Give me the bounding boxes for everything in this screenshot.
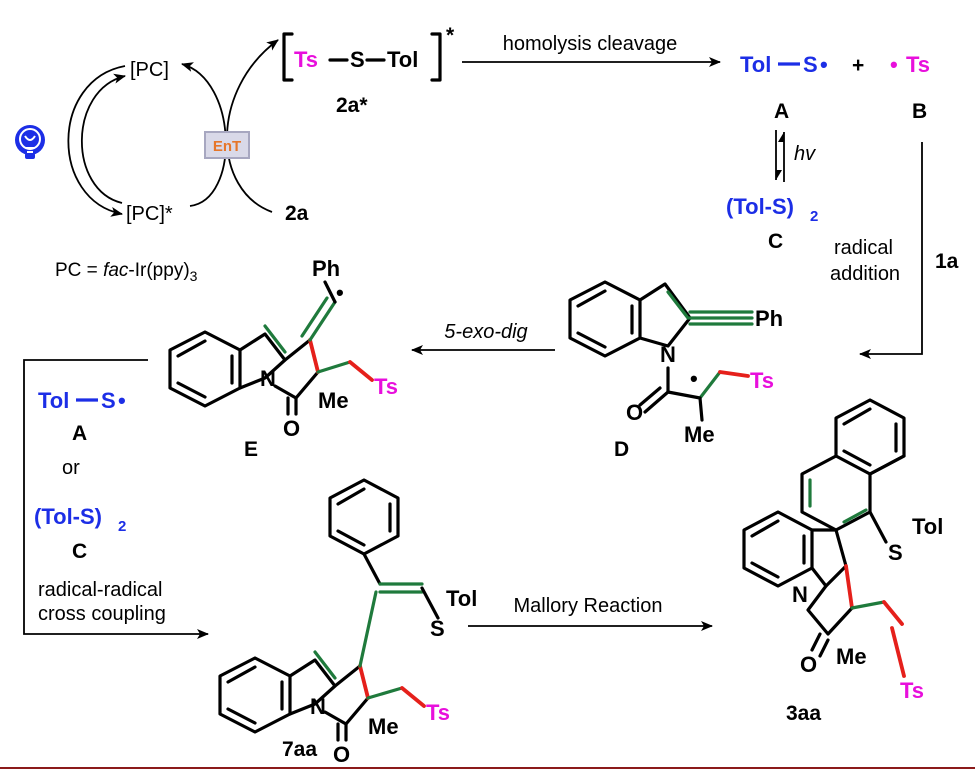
svg-text:Tol: Tol: [38, 388, 69, 413]
disulfide-C: (Tol-S) 2 C: [726, 194, 818, 253]
label-C: C: [768, 230, 783, 253]
svg-text:Ts: Ts: [750, 368, 774, 393]
svg-text:cross coupling: cross coupling: [38, 603, 166, 625]
photocatalytic-cycle: [PC] [PC]* EnT 2a PC = fac-Ir(ppy)3: [15, 39, 309, 284]
svg-text:N: N: [260, 366, 276, 391]
svg-text:N: N: [660, 342, 676, 367]
hv-label: hv: [794, 143, 816, 165]
plus-sign: +: [852, 54, 864, 77]
ts-group: Ts: [294, 47, 318, 72]
svg-text:2: 2: [810, 208, 818, 225]
addition-label: addition: [830, 263, 900, 285]
ent-box: [204, 131, 250, 159]
coupling-reagents: Tol S • A or (Tol-S) 2 C radical-radical…: [34, 388, 166, 625]
svg-text:Tol: Tol: [446, 586, 477, 611]
svg-text:O: O: [626, 400, 643, 425]
radical-A: Tol S • A: [740, 52, 828, 123]
reagent-2a-label: 2a: [285, 202, 309, 225]
product-3aa: S Tol N O Ts Me 3aa: [742, 398, 943, 725]
svg-text:S: S: [888, 540, 903, 565]
radical-label: radical: [834, 237, 893, 259]
svg-text:Ts: Ts: [374, 374, 398, 399]
pc-excited: [PC]*: [126, 203, 173, 225]
mallory-label: Mallory Reaction: [514, 595, 663, 617]
svg-text:Me: Me: [368, 714, 399, 739]
svg-text:O: O: [333, 742, 350, 767]
ent-label: EnT: [213, 138, 241, 155]
pc-definition: PC = fac-Ir(ppy)3: [55, 260, 198, 284]
label-D: D: [614, 438, 629, 461]
label-3aa: 3aa: [786, 702, 821, 725]
svg-text:(Tol-S): (Tol-S): [726, 194, 794, 219]
svg-text:Ts: Ts: [906, 52, 930, 77]
label-7aa: 7aa: [282, 738, 317, 761]
svg-text:radical-radical: radical-radical: [38, 579, 163, 601]
svg-text:C: C: [72, 540, 87, 563]
pc-ground: [PC]: [130, 59, 169, 81]
svg-text:S: S: [803, 52, 818, 77]
svg-text:Ts: Ts: [426, 700, 450, 725]
svg-text:2: 2: [118, 518, 126, 535]
svg-text:Ts: Ts: [900, 678, 924, 703]
svg-text:•: •: [118, 388, 126, 413]
label-E: E: [244, 438, 258, 461]
svg-text:Ph: Ph: [755, 306, 783, 331]
svg-text:N: N: [792, 582, 808, 607]
excited-star: *: [446, 24, 455, 47]
reagent-1a-label: 1a: [935, 250, 959, 273]
radical-B: • Ts B: [890, 52, 930, 123]
tol-group: Tol: [387, 47, 418, 72]
svg-text:S: S: [101, 388, 116, 413]
svg-text:O: O: [800, 652, 817, 677]
intermediate-E: N • Ph O Ts Me E: [168, 256, 398, 461]
svg-text:or: or: [62, 457, 80, 479]
svg-text:Tol: Tol: [912, 514, 943, 539]
svg-text:•: •: [820, 52, 828, 77]
svg-text:(Tol-S): (Tol-S): [34, 504, 102, 529]
svg-text:S: S: [430, 616, 445, 641]
svg-text:O: O: [283, 416, 300, 441]
svg-text:•: •: [890, 52, 898, 77]
intermediate-D: Ph N O • Ts Me D: [568, 280, 783, 461]
svg-text:Me: Me: [836, 644, 867, 669]
product-7aa: S Tol N O Ts Me 7aa: [218, 478, 477, 767]
svg-text:•: •: [336, 280, 344, 305]
reagent-2a-excited-label: 2a*: [336, 94, 368, 117]
light-bulb-icon: [15, 125, 45, 159]
homolysis-label: homolysis cleavage: [503, 33, 678, 55]
svg-text:N: N: [310, 694, 326, 719]
label-B: B: [912, 100, 927, 123]
svg-text:Tol: Tol: [740, 52, 771, 77]
svg-text:A: A: [72, 422, 87, 445]
svg-text:Me: Me: [318, 388, 349, 413]
sulfur-atom: S: [350, 47, 365, 72]
svg-text:Ph: Ph: [312, 256, 340, 281]
exo-dig-label: 5-exo-dig: [444, 321, 527, 343]
svg-text:•: •: [690, 366, 698, 391]
label-A: A: [774, 100, 789, 123]
excited-reagent-2a: Ts S Tol * 2a*: [282, 24, 455, 117]
svg-text:Me: Me: [684, 422, 715, 447]
